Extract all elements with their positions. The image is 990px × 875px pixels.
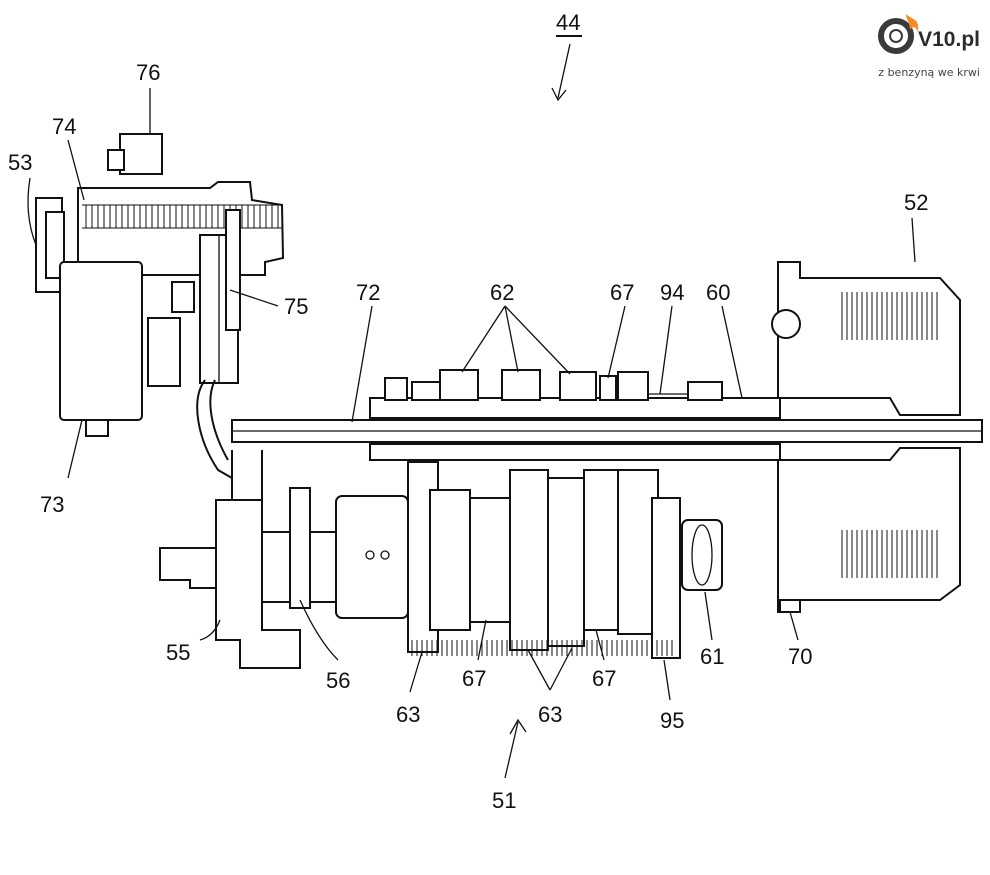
label-75: 75 xyxy=(284,294,308,319)
label-51: 51 xyxy=(492,788,516,813)
tire-flame-icon xyxy=(876,8,924,56)
label-67-upper: 67 xyxy=(610,280,634,305)
watermark-tagline: z benzyną we krwi xyxy=(878,66,980,79)
label-44: 44 xyxy=(556,10,580,35)
label-72: 72 xyxy=(356,280,380,305)
label-63-mid: 63 xyxy=(538,702,562,727)
label-56: 56 xyxy=(326,668,350,693)
label-70: 70 xyxy=(788,644,812,669)
label-63-left: 63 xyxy=(396,702,420,727)
watermark-brand: V10.pl xyxy=(918,28,980,52)
label-95: 95 xyxy=(660,708,684,733)
label-67-right: 67 xyxy=(592,666,616,691)
label-76: 76 xyxy=(136,60,160,85)
label-67-mid: 67 xyxy=(462,666,486,691)
lower-gears xyxy=(408,462,722,658)
label-53: 53 xyxy=(8,150,32,175)
label-73: 73 xyxy=(40,492,64,517)
label-94: 94 xyxy=(660,280,684,305)
label-55: 55 xyxy=(166,640,190,665)
label-60: 60 xyxy=(706,280,730,305)
label-62: 62 xyxy=(490,280,514,305)
upper-gears xyxy=(385,370,722,400)
label-74: 74 xyxy=(52,114,76,139)
main-shaft xyxy=(232,398,982,460)
label-52: 52 xyxy=(904,190,928,215)
output-shaft xyxy=(160,450,408,668)
label-61: 61 xyxy=(700,644,724,669)
